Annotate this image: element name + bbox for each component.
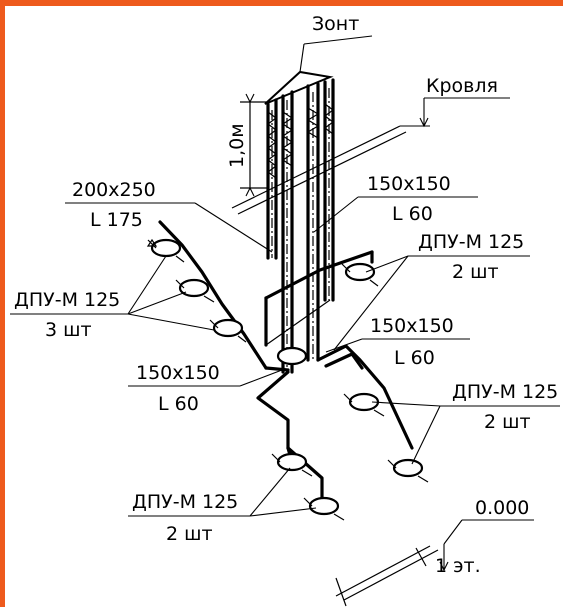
leader-diffusers-bottom [128, 467, 317, 517]
level-mark [439, 519, 534, 572]
height-dimension [240, 93, 268, 197]
diffusers-bottom-type-label: ДПУ-М 125 [132, 491, 238, 513]
leader-diffusers-right-upper [333, 255, 530, 351]
leader-main-duct [65, 202, 273, 253]
roof-label: Кровля [426, 75, 498, 97]
diffusers-right-lower-type-label: ДПУ-М 125 [452, 381, 558, 403]
lower-right-branch [316, 344, 414, 450]
diffuser-right-lower-2 [387, 458, 429, 483]
main-duct-length-label: L 175 [90, 209, 143, 231]
diffuser-left-center [276, 346, 308, 366]
diffuser-bottom-2 [303, 496, 345, 521]
insulation-marks [267, 103, 334, 179]
middle-frame [264, 250, 374, 347]
diffuser-bottom-1 [271, 452, 313, 477]
riser-upper-size-label: 150x150 [367, 173, 451, 195]
umbrella-cap [264, 35, 373, 105]
diffuser-left-3 [209, 318, 247, 343]
floor-line [335, 545, 439, 607]
vertical-risers [266, 78, 335, 374]
riser-left-size-label: 150x150 [136, 362, 220, 384]
diffuser-left-2 [175, 278, 215, 303]
height-dim-label: 1,0м [226, 123, 248, 168]
leader-riser-mid [325, 338, 470, 353]
riser-mid-size-label: 150x150 [370, 315, 454, 337]
lower-left-branch [256, 370, 324, 502]
diffuser-left-1 [146, 238, 185, 263]
floor-label: 1 эт. [435, 555, 481, 577]
riser-upper-length-label: L 60 [392, 203, 433, 225]
diffusers-bottom-qty-label: 2 шт [166, 523, 213, 545]
left-branch [158, 220, 290, 372]
leader-riser-left [128, 369, 283, 387]
riser-left-length-label: L 60 [158, 393, 199, 415]
diffusers-right-upper-type-label: ДПУ-М 125 [418, 231, 524, 253]
leader-diffusers-left [10, 255, 215, 331]
leader-diffusers-right-lower [371, 401, 560, 465]
diffusers-left-qty-label: 3 шт [45, 319, 92, 341]
diffusers-right-upper-qty-label: 2 шт [452, 261, 499, 283]
roof-line [231, 97, 510, 215]
diffuser-right-upper [341, 262, 379, 287]
riser-mid-length-label: L 60 [394, 347, 435, 369]
level-value-label: 0.000 [475, 497, 529, 519]
diffuser-right-lower-1 [343, 392, 385, 417]
leader-riser-upper [313, 196, 478, 233]
main-duct-size-label: 200x250 [72, 179, 156, 201]
diffusers-right-lower-qty-label: 2 шт [484, 411, 531, 433]
diffusers-left-type-label: ДПУ-М 125 [14, 289, 120, 311]
umbrella-label: Зонт [312, 13, 359, 35]
